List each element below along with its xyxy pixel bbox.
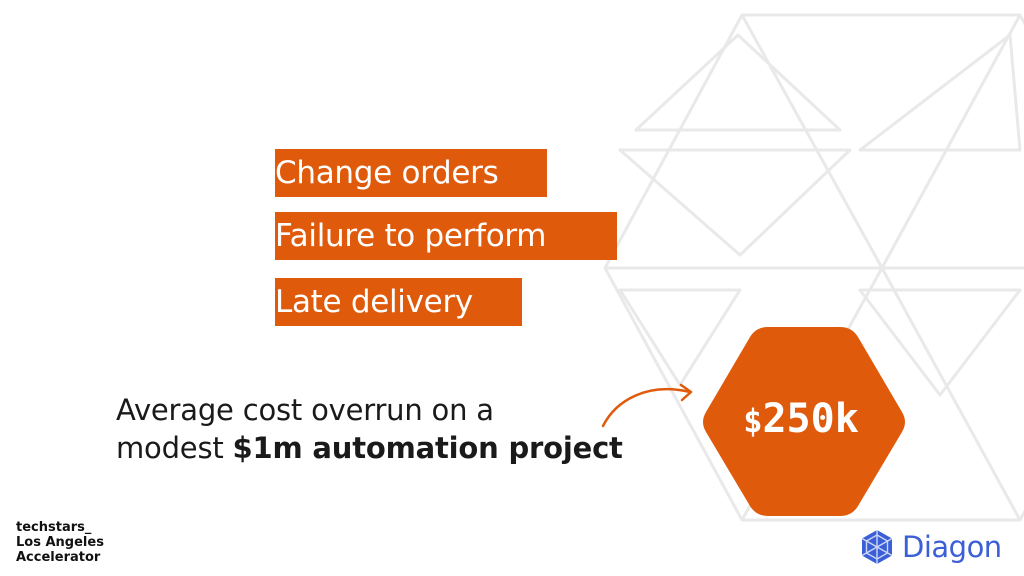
diagon-hexagon-icon [861, 530, 893, 564]
diagon-wordmark: Diagon [902, 530, 1002, 564]
cost-overrun-caption: Average cost overrun on a modest $1m aut… [116, 391, 656, 467]
caption-line-2-prefix: modest [116, 431, 233, 465]
techstars-logo-line-2: Los Angeles [16, 535, 104, 550]
tag-late-delivery: Late delivery [275, 278, 522, 326]
diagon-logo: Diagon [860, 529, 1002, 565]
highlight-currency: $ [743, 402, 763, 440]
tag-change-orders: Change orders [275, 149, 547, 197]
techstars-logo: techstars_ Los Angeles Accelerator [16, 520, 104, 565]
caption-line-2-bold: $1m automation project [232, 431, 623, 465]
highlight-amount: $250k [708, 393, 894, 447]
caption-line-1: Average cost overrun on a [116, 393, 494, 427]
techstars-logo-line-3: Accelerator [16, 550, 101, 565]
techstars-logo-line-1: techstars_ [16, 520, 92, 535]
caption-line-2: modest $1m automation project [116, 429, 656, 467]
tag-failure-to-perform: Failure to perform [275, 212, 617, 260]
highlight-number: 250k [762, 396, 859, 442]
